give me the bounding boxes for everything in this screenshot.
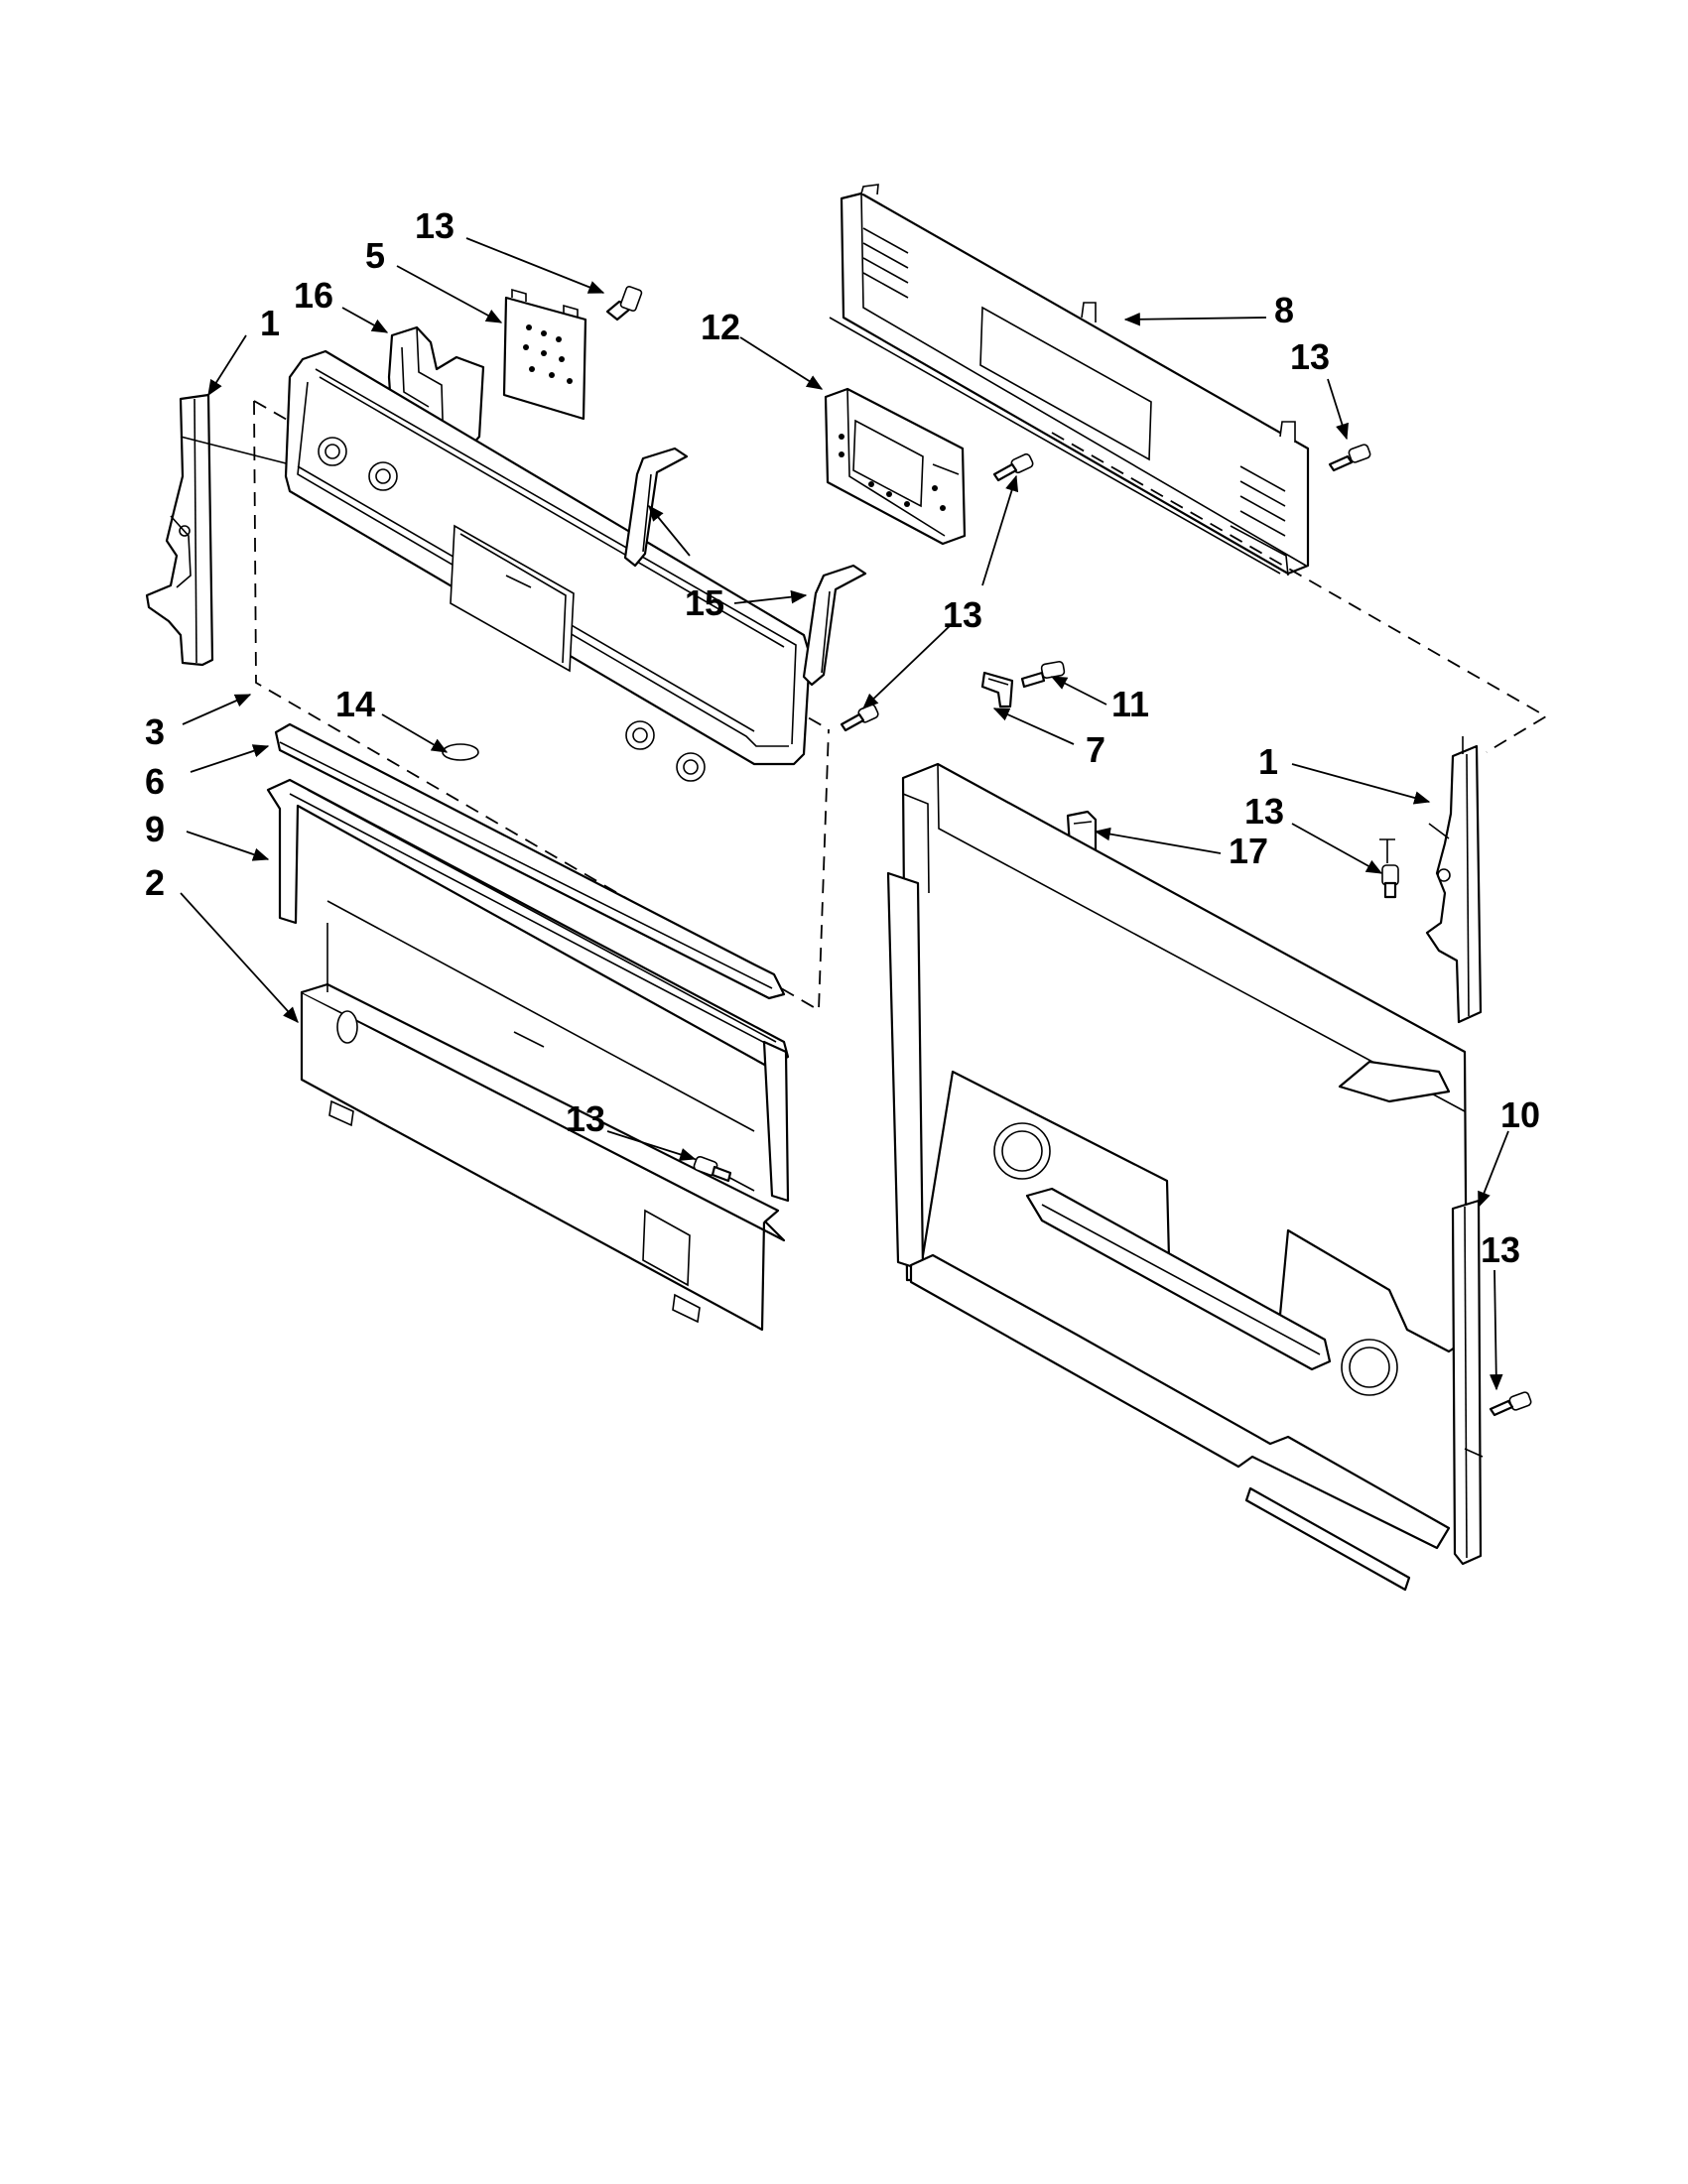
- callout-2: 2: [145, 862, 165, 903]
- callout-13: 13: [566, 1098, 605, 1139]
- callout-11: 11: [1111, 684, 1149, 724]
- callout-13: 13: [1481, 1229, 1520, 1270]
- callout-14: 14: [335, 684, 375, 724]
- part-8-vent-panel: [829, 184, 1310, 577]
- callout-10: 10: [1500, 1094, 1540, 1135]
- part-13-screw-right-trim: [1379, 838, 1399, 899]
- control-knobs: [318, 437, 706, 782]
- part-12-electronic-control: [824, 387, 967, 546]
- part-10-side-bracket: [1451, 1199, 1484, 1566]
- callout-1: 1: [1258, 741, 1278, 782]
- part-11-screw: [1020, 661, 1066, 689]
- part-13-screw-vent: [1328, 444, 1371, 472]
- callout-13: 13: [1244, 791, 1284, 832]
- callout-13: 13: [1290, 336, 1330, 377]
- callout-15: 15: [685, 582, 724, 623]
- callout-labels: 13 5 16 1 12 8 13 15 13 11 7 3 14 6 9 2 …: [145, 205, 1540, 1270]
- part-13-screw-side: [1489, 1391, 1532, 1417]
- part-1-left-side-trim: [145, 393, 299, 667]
- part-13-screw-lower: [693, 1155, 732, 1183]
- display-window: [450, 524, 575, 673]
- callout-3: 3: [145, 711, 165, 752]
- callout-13: 13: [943, 594, 982, 635]
- part-15-end-caps: [623, 447, 867, 687]
- vent-panel-assembly-line: [1051, 432, 1548, 753]
- part-9-frame: [266, 778, 790, 1203]
- part-13-screw-panel: [840, 704, 879, 732]
- part-13-screw-top: [605, 285, 643, 321]
- callout-1: 1: [260, 303, 280, 343]
- part-1-right-side-trim: [1425, 736, 1483, 1024]
- callout-9: 9: [145, 809, 165, 849]
- part-13-screw-control: [992, 452, 1034, 482]
- callout-6: 6: [145, 761, 165, 802]
- part-2-lower-panel: [300, 923, 786, 1332]
- part-rear-panel: [886, 762, 1469, 1592]
- callout-5: 5: [365, 235, 385, 276]
- callout-12: 12: [701, 307, 740, 347]
- callout-8: 8: [1274, 290, 1294, 330]
- callout-16: 16: [294, 275, 333, 316]
- part-7-clip: [980, 671, 1014, 708]
- callout-7: 7: [1086, 729, 1105, 770]
- callout-17: 17: [1229, 831, 1268, 871]
- part-5-circuit-board: [502, 288, 587, 421]
- callout-13: 13: [415, 205, 454, 246]
- part-6-trim-strip: [274, 722, 786, 1000]
- callout-leaders: [180, 237, 1509, 1391]
- part-14-badge: [442, 743, 479, 761]
